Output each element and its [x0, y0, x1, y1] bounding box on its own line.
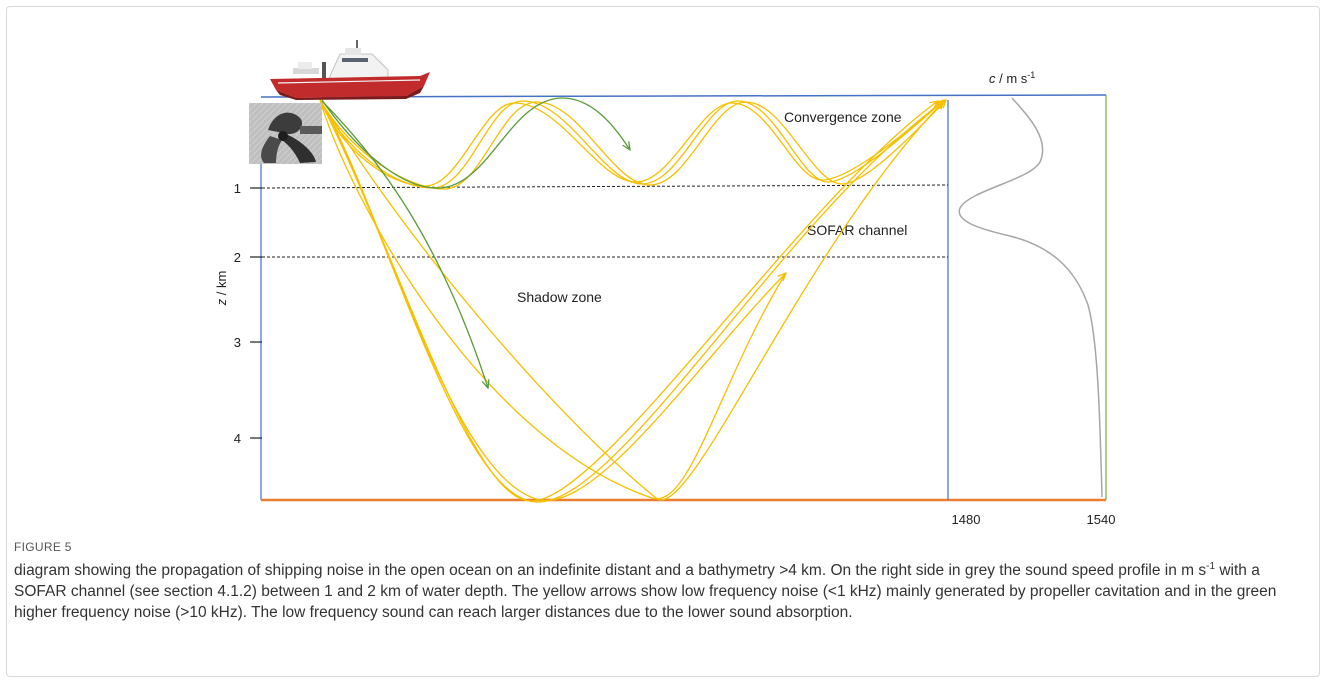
convergence-zone-label: Convergence zone [784, 109, 902, 125]
speed-axis-label: c / m s-1 [989, 70, 1035, 86]
depth-tick-label-3: 3 [234, 335, 241, 350]
depth-tick-label-4: 4 [234, 431, 241, 446]
high-frequency-shallow-ray [321, 97, 630, 189]
high-frequency-deep-ray [321, 100, 488, 388]
rays-high-frequency [321, 97, 630, 388]
depth-tick-label-2: 2 [234, 250, 241, 265]
caption-part-1: diagram showing the propagation of shipp… [14, 562, 1207, 579]
ocean-propagation-diagram: 1 2 3 4 z / km c / m s-1 1480 1540 Conve… [214, 40, 1116, 527]
figure-caption: FIGURE 5 diagram showing the propagation… [14, 540, 1314, 623]
figure-frame [6, 6, 1320, 677]
caption-part-2: with a SOFAR channel (see section 4.1.2)… [14, 562, 1277, 621]
deep-ray-3 [319, 99, 944, 501]
sofar-top-boundary [261, 184, 949, 189]
propeller-photo-icon [249, 103, 322, 164]
shadow-zone-label: Shadow zone [517, 289, 602, 305]
speed-tick-label-1480: 1480 [952, 512, 981, 527]
speed-tick-label-1540: 1540 [1087, 512, 1116, 527]
deep-ray-1 [319, 99, 944, 503]
convergence-ray-2 [319, 100, 946, 190]
sofar-channel-label: SOFAR channel [807, 222, 907, 238]
research-vessel-icon [270, 40, 430, 100]
deep-rays-low-frequency [319, 99, 944, 503]
caption-text: diagram showing the propagation of shipp… [14, 560, 1314, 623]
figure-label: FIGURE 5 [14, 540, 72, 554]
deep-ray-5 [319, 99, 787, 500]
depth-tick-label-1: 1 [234, 181, 241, 196]
caption-superscript: -1 [1206, 560, 1216, 572]
depth-axis-label: z / km [214, 271, 229, 307]
sound-speed-profile-curve [958, 97, 1103, 498]
deep-ray-2 [319, 99, 938, 502]
convergence-ray-3 [319, 99, 942, 187]
